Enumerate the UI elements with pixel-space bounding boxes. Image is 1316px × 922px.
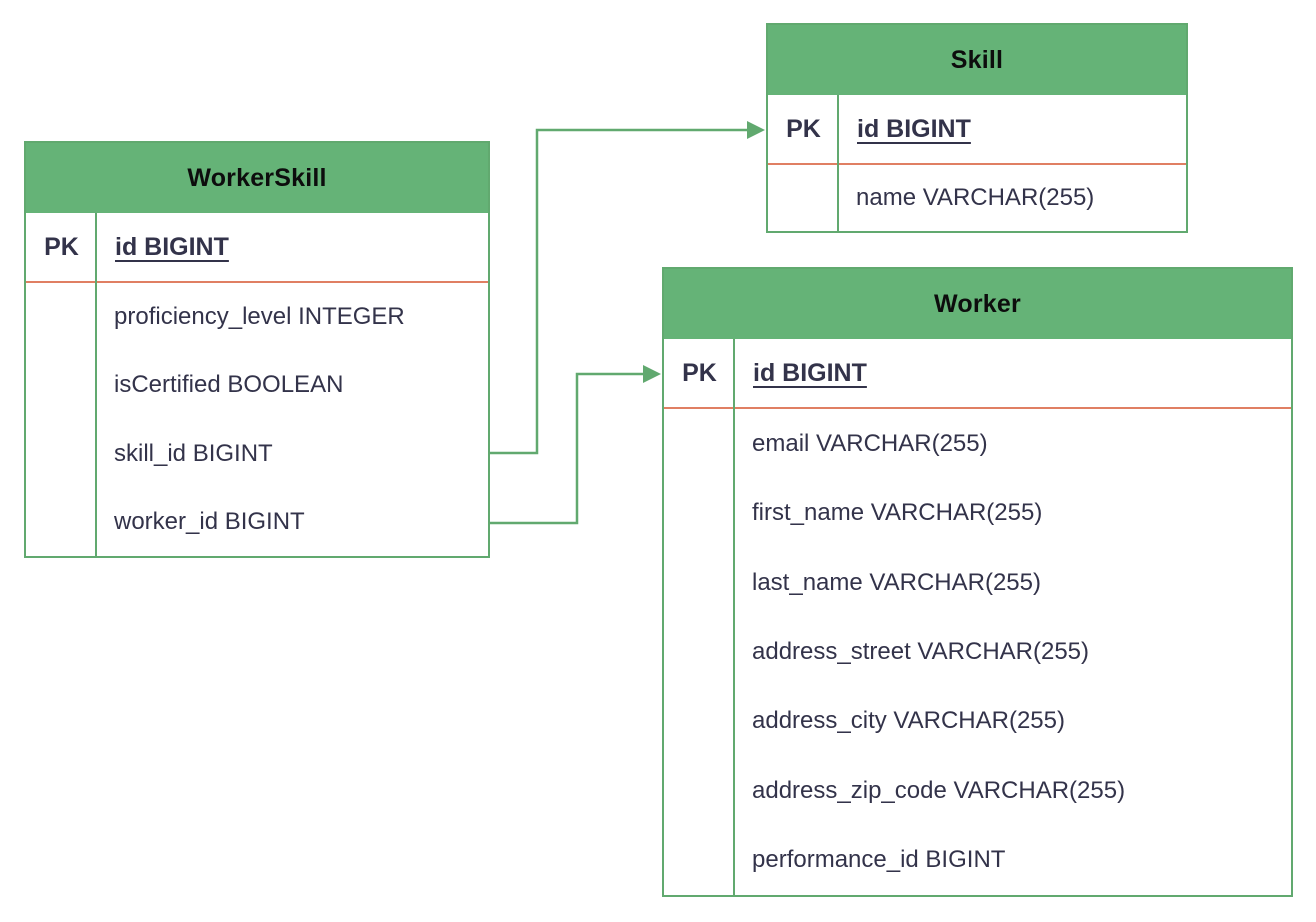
- entity-table-worker: Worker PK id BIGINT email VARCHAR(255) f…: [662, 267, 1293, 897]
- table-row: worker_id BIGINT: [26, 488, 488, 556]
- table-row-pk: PK id BIGINT: [26, 213, 488, 283]
- table-row: email VARCHAR(255): [664, 409, 1291, 478]
- pk-key-label: PK: [786, 114, 821, 143]
- field-label: isCertified BOOLEAN: [114, 371, 344, 399]
- table-body: PK id BIGINT proficiency_level INTEGER i…: [26, 213, 488, 556]
- pk-field-label: id BIGINT: [753, 358, 867, 387]
- table-body: PK id BIGINT email VARCHAR(255) first_na…: [664, 339, 1291, 895]
- table-title: WorkerSkill: [26, 143, 488, 213]
- entity-table-workerskill: WorkerSkill PK id BIGINT proficiency_lev…: [24, 141, 490, 558]
- table-row: address_street VARCHAR(255): [664, 617, 1291, 686]
- table-body: PK id BIGINT name VARCHAR(255): [768, 95, 1186, 231]
- field-label: address_zip_code VARCHAR(255): [752, 776, 1126, 804]
- field-label: address_city VARCHAR(255): [752, 707, 1065, 735]
- table-row: first_name VARCHAR(255): [664, 478, 1291, 547]
- table-title: Skill: [768, 25, 1186, 95]
- table-row: name VARCHAR(255): [768, 165, 1186, 231]
- field-label: skill_id BIGINT: [114, 439, 273, 467]
- pk-column-divider: [733, 339, 735, 895]
- field-label: performance_id BIGINT: [752, 846, 1006, 874]
- pk-field-label: id BIGINT: [115, 232, 229, 261]
- field-label: name VARCHAR(255): [856, 184, 1095, 211]
- table-row: last_name VARCHAR(255): [664, 548, 1291, 617]
- arrowhead-icon: [643, 365, 661, 383]
- pk-column-divider: [95, 213, 97, 556]
- pk-column-divider: [837, 95, 839, 231]
- arrowhead-icon: [747, 121, 765, 139]
- table-row: address_city VARCHAR(255): [664, 687, 1291, 756]
- relation-workerskill-to-worker: [490, 365, 661, 525]
- table-row: isCertified BOOLEAN: [26, 351, 488, 419]
- pk-key-label: PK: [682, 358, 717, 387]
- field-label: last_name VARCHAR(255): [752, 568, 1041, 596]
- field-label: worker_id BIGINT: [114, 507, 305, 535]
- table-row-pk: PK id BIGINT: [768, 95, 1186, 165]
- table-title: Worker: [664, 269, 1291, 339]
- field-label: email VARCHAR(255): [752, 429, 988, 457]
- table-row-pk: PK id BIGINT: [664, 339, 1291, 409]
- table-row: address_zip_code VARCHAR(255): [664, 756, 1291, 825]
- table-row: skill_id BIGINT: [26, 420, 488, 488]
- pk-key-label: PK: [44, 232, 79, 261]
- entity-table-skill: Skill PK id BIGINT name VARCHAR(255): [766, 23, 1188, 233]
- pk-field-label: id BIGINT: [857, 114, 971, 143]
- field-label: address_street VARCHAR(255): [752, 637, 1090, 665]
- field-label: proficiency_level INTEGER: [114, 303, 405, 331]
- table-row: performance_id BIGINT: [664, 826, 1291, 895]
- table-row: proficiency_level INTEGER: [26, 283, 488, 351]
- field-label: first_name VARCHAR(255): [752, 499, 1043, 527]
